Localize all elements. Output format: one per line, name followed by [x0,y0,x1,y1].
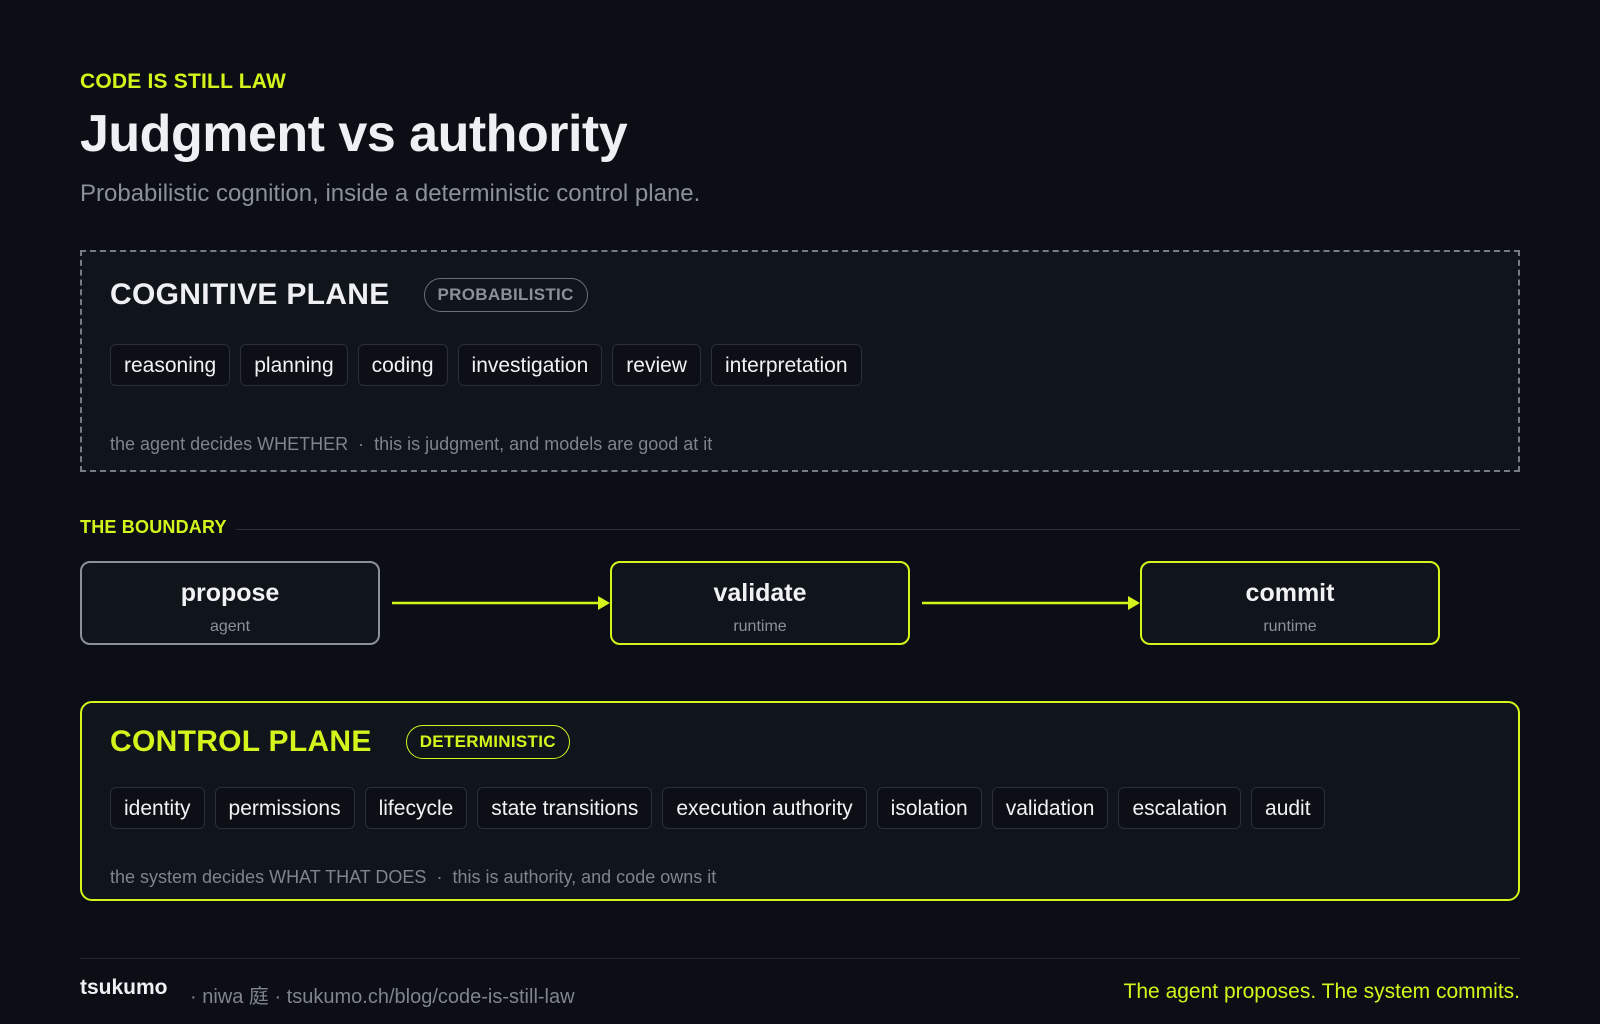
commit-node-actor: runtime [1263,618,1317,635]
control-plane: CONTROL PLANE DETERMINISTIC identity per… [80,701,1520,901]
cognitive-note-separator: · [358,434,365,454]
control-plane-header: CONTROL PLANE DETERMINISTIC [110,725,570,759]
validate-node-actor: runtime [733,618,787,635]
cognitive-item-reasoning: reasoning [110,344,231,386]
control-note-right: this is authority, and code owns it [452,867,717,887]
footer-tagline: The agent proposes. The system commits. [1123,980,1520,1003]
cognitive-item-coding: coding [357,344,448,386]
commit-node-title: commit [1245,579,1335,607]
arrow-propose-to-validate [392,596,610,610]
probabilistic-badge: PROBABILISTIC [423,278,588,312]
footer-divider [80,958,1520,959]
propose-node-title: propose [180,579,280,607]
cognitive-item-interpretation: interpretation [710,344,862,386]
control-item-lifecycle: lifecycle [364,787,468,829]
page-subtitle: Probabilistic cognition, inside a determ… [80,180,701,207]
propose-node: propose agent [80,561,380,645]
cognitive-item-investigation: investigation [457,344,603,386]
cognitive-item-planning: planning [240,344,348,386]
deterministic-badge: DETERMINISTIC [405,725,570,759]
control-item-isolation: isolation [876,787,982,829]
control-item-audit: audit [1251,787,1325,829]
control-item-state-transitions: state transitions [477,787,653,829]
cognitive-plane-title: COGNITIVE PLANE [110,278,390,311]
validate-node: validate runtime [610,561,910,645]
control-item-execution-authority: execution authority [662,787,867,829]
control-item-permissions: permissions [214,787,355,829]
boundary-label: THE BOUNDARY [80,517,227,537]
control-plane-note: the system decides WHAT THAT DOES · this i… [110,867,716,888]
cognitive-plane-header: COGNITIVE PLANE PROBABILISTIC [110,278,588,312]
brand-name: tsukumo [80,976,168,999]
control-item-identity: identity [110,787,205,829]
control-item-validation: validation [991,787,1109,829]
cognitive-item-review: review [612,344,701,386]
control-note-separator: · [436,867,443,887]
cognitive-items: reasoning planning coding investigation … [110,344,862,386]
eyebrow-label: CODE IS STILL LAW [80,70,287,93]
control-items: identity permissions lifecycle state tra… [110,787,1325,829]
cognitive-note-right: this is judgment, and models are good at… [374,434,713,454]
footer-source: · niwa 庭 · tsukumo.ch/blog/code-is-still… [190,986,575,1008]
cognitive-note-left: the agent decides WHETHER [110,434,349,454]
boundary-divider [236,529,1520,530]
commit-node: commit runtime [1140,561,1440,645]
arrow-validate-to-commit [922,596,1140,610]
cognitive-plane: COGNITIVE PLANE PROBABILISTIC reasoning … [80,250,1520,472]
control-note-left: the system decides WHAT THAT DOES [110,867,427,887]
page-title: Judgment vs authority [80,105,628,163]
cognitive-plane-note: the agent decides WHETHER · this is judgme… [110,434,712,455]
propose-node-actor: agent [209,618,251,635]
control-item-escalation: escalation [1118,787,1242,829]
validate-node-title: validate [713,579,807,607]
control-plane-title: CONTROL PLANE [110,725,372,758]
